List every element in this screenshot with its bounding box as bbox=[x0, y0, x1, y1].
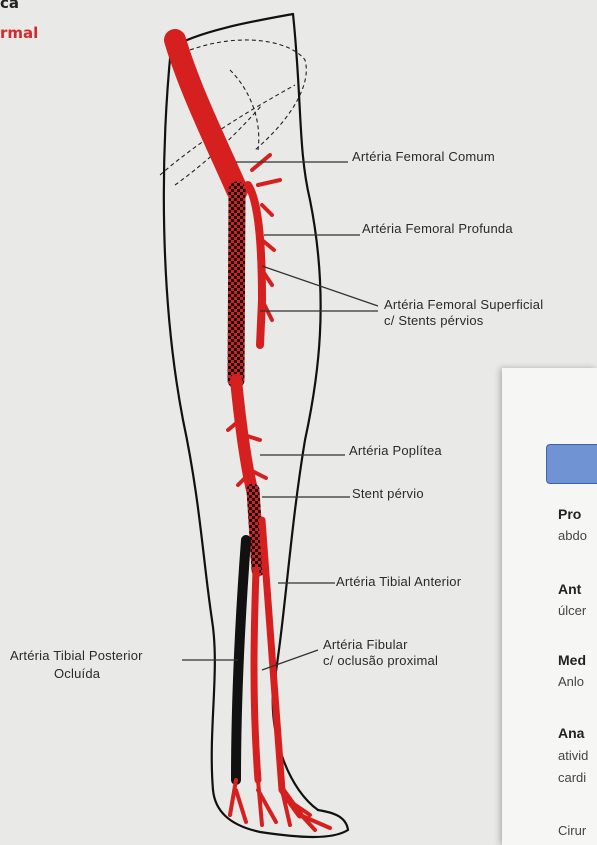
label-tibial-posterior: Artéria Tibial Posterior bbox=[10, 648, 143, 663]
panel-item-title: Pro bbox=[558, 506, 581, 522]
panel-footer-text: Cirur bbox=[558, 823, 586, 838]
common-femoral-artery bbox=[175, 40, 237, 190]
deep-femoral-artery bbox=[248, 185, 262, 345]
panel-header-button[interactable] bbox=[546, 444, 597, 484]
label-tibial-posterior-2: Ocluída bbox=[54, 666, 100, 681]
label-femoral-profunda: Artéria Femoral Profunda bbox=[362, 221, 513, 236]
leader-lines bbox=[182, 162, 378, 670]
label-stent: Stent pérvio bbox=[352, 486, 424, 501]
label-tibial-anterior: Artéria Tibial Anterior bbox=[336, 574, 461, 589]
fibular-artery bbox=[254, 570, 258, 780]
panel-item-text: ativid bbox=[558, 748, 588, 763]
label-femoral-superficial-2: c/ Stents pérvios bbox=[384, 313, 484, 328]
label-femoral-superficial: Artéria Femoral Superficial bbox=[384, 297, 543, 312]
label-fibular-2: c/ oclusão proximal bbox=[323, 653, 438, 668]
panel-item-text: abdo bbox=[558, 528, 587, 543]
panel-item-title: Ana bbox=[558, 725, 584, 741]
label-fibular: Artéria Fibular bbox=[323, 637, 408, 652]
panel-item-text: Anlo bbox=[558, 674, 584, 689]
panel-item-title: Med bbox=[558, 652, 586, 668]
panel-item-text: cardi bbox=[558, 770, 586, 785]
popliteal-stent bbox=[253, 490, 258, 570]
superficial-femoral-stent bbox=[236, 190, 237, 380]
panel-item-title: Ant bbox=[558, 581, 581, 597]
panel-item-text: úlcer bbox=[558, 603, 586, 618]
label-femoral-comum: Artéria Femoral Comum bbox=[352, 149, 495, 164]
label-poplitea: Artéria Poplítea bbox=[349, 443, 442, 458]
document-panel: Pro abdo Ant úlcer Med Anlo Ana ativid c… bbox=[502, 368, 597, 845]
